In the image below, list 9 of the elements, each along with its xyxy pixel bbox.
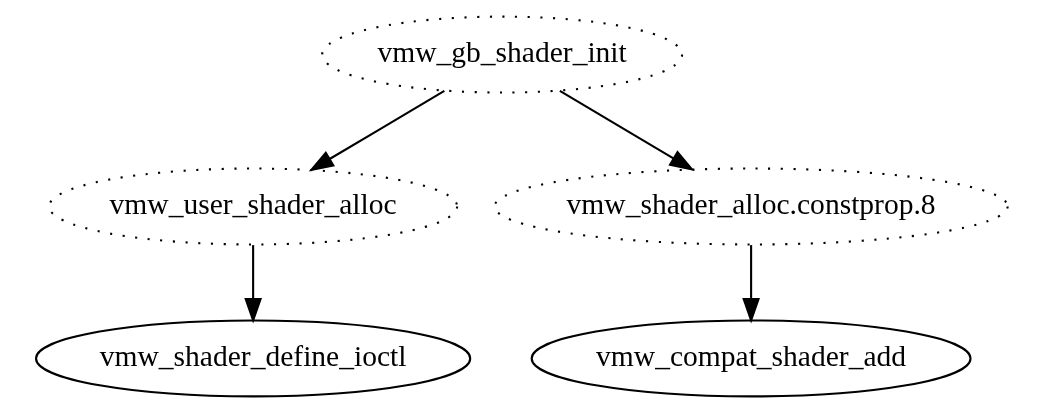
- arrow: [741, 245, 760, 324]
- node-ellipse: vmw_shader_alloc.constprop.8: [493, 167, 1009, 246]
- node-ellipse: vmw_gb_shader_init: [320, 15, 683, 94]
- arrow: [558, 90, 695, 171]
- arrow: [243, 245, 262, 324]
- node-ellipse: vmw_shader_define_ioctl: [34, 319, 471, 398]
- arrow: [308, 90, 445, 172]
- node-ellipse: vmw_user_shader_alloc: [47, 167, 458, 246]
- node-ellipse: vmw_compat_shader_add: [530, 319, 972, 398]
